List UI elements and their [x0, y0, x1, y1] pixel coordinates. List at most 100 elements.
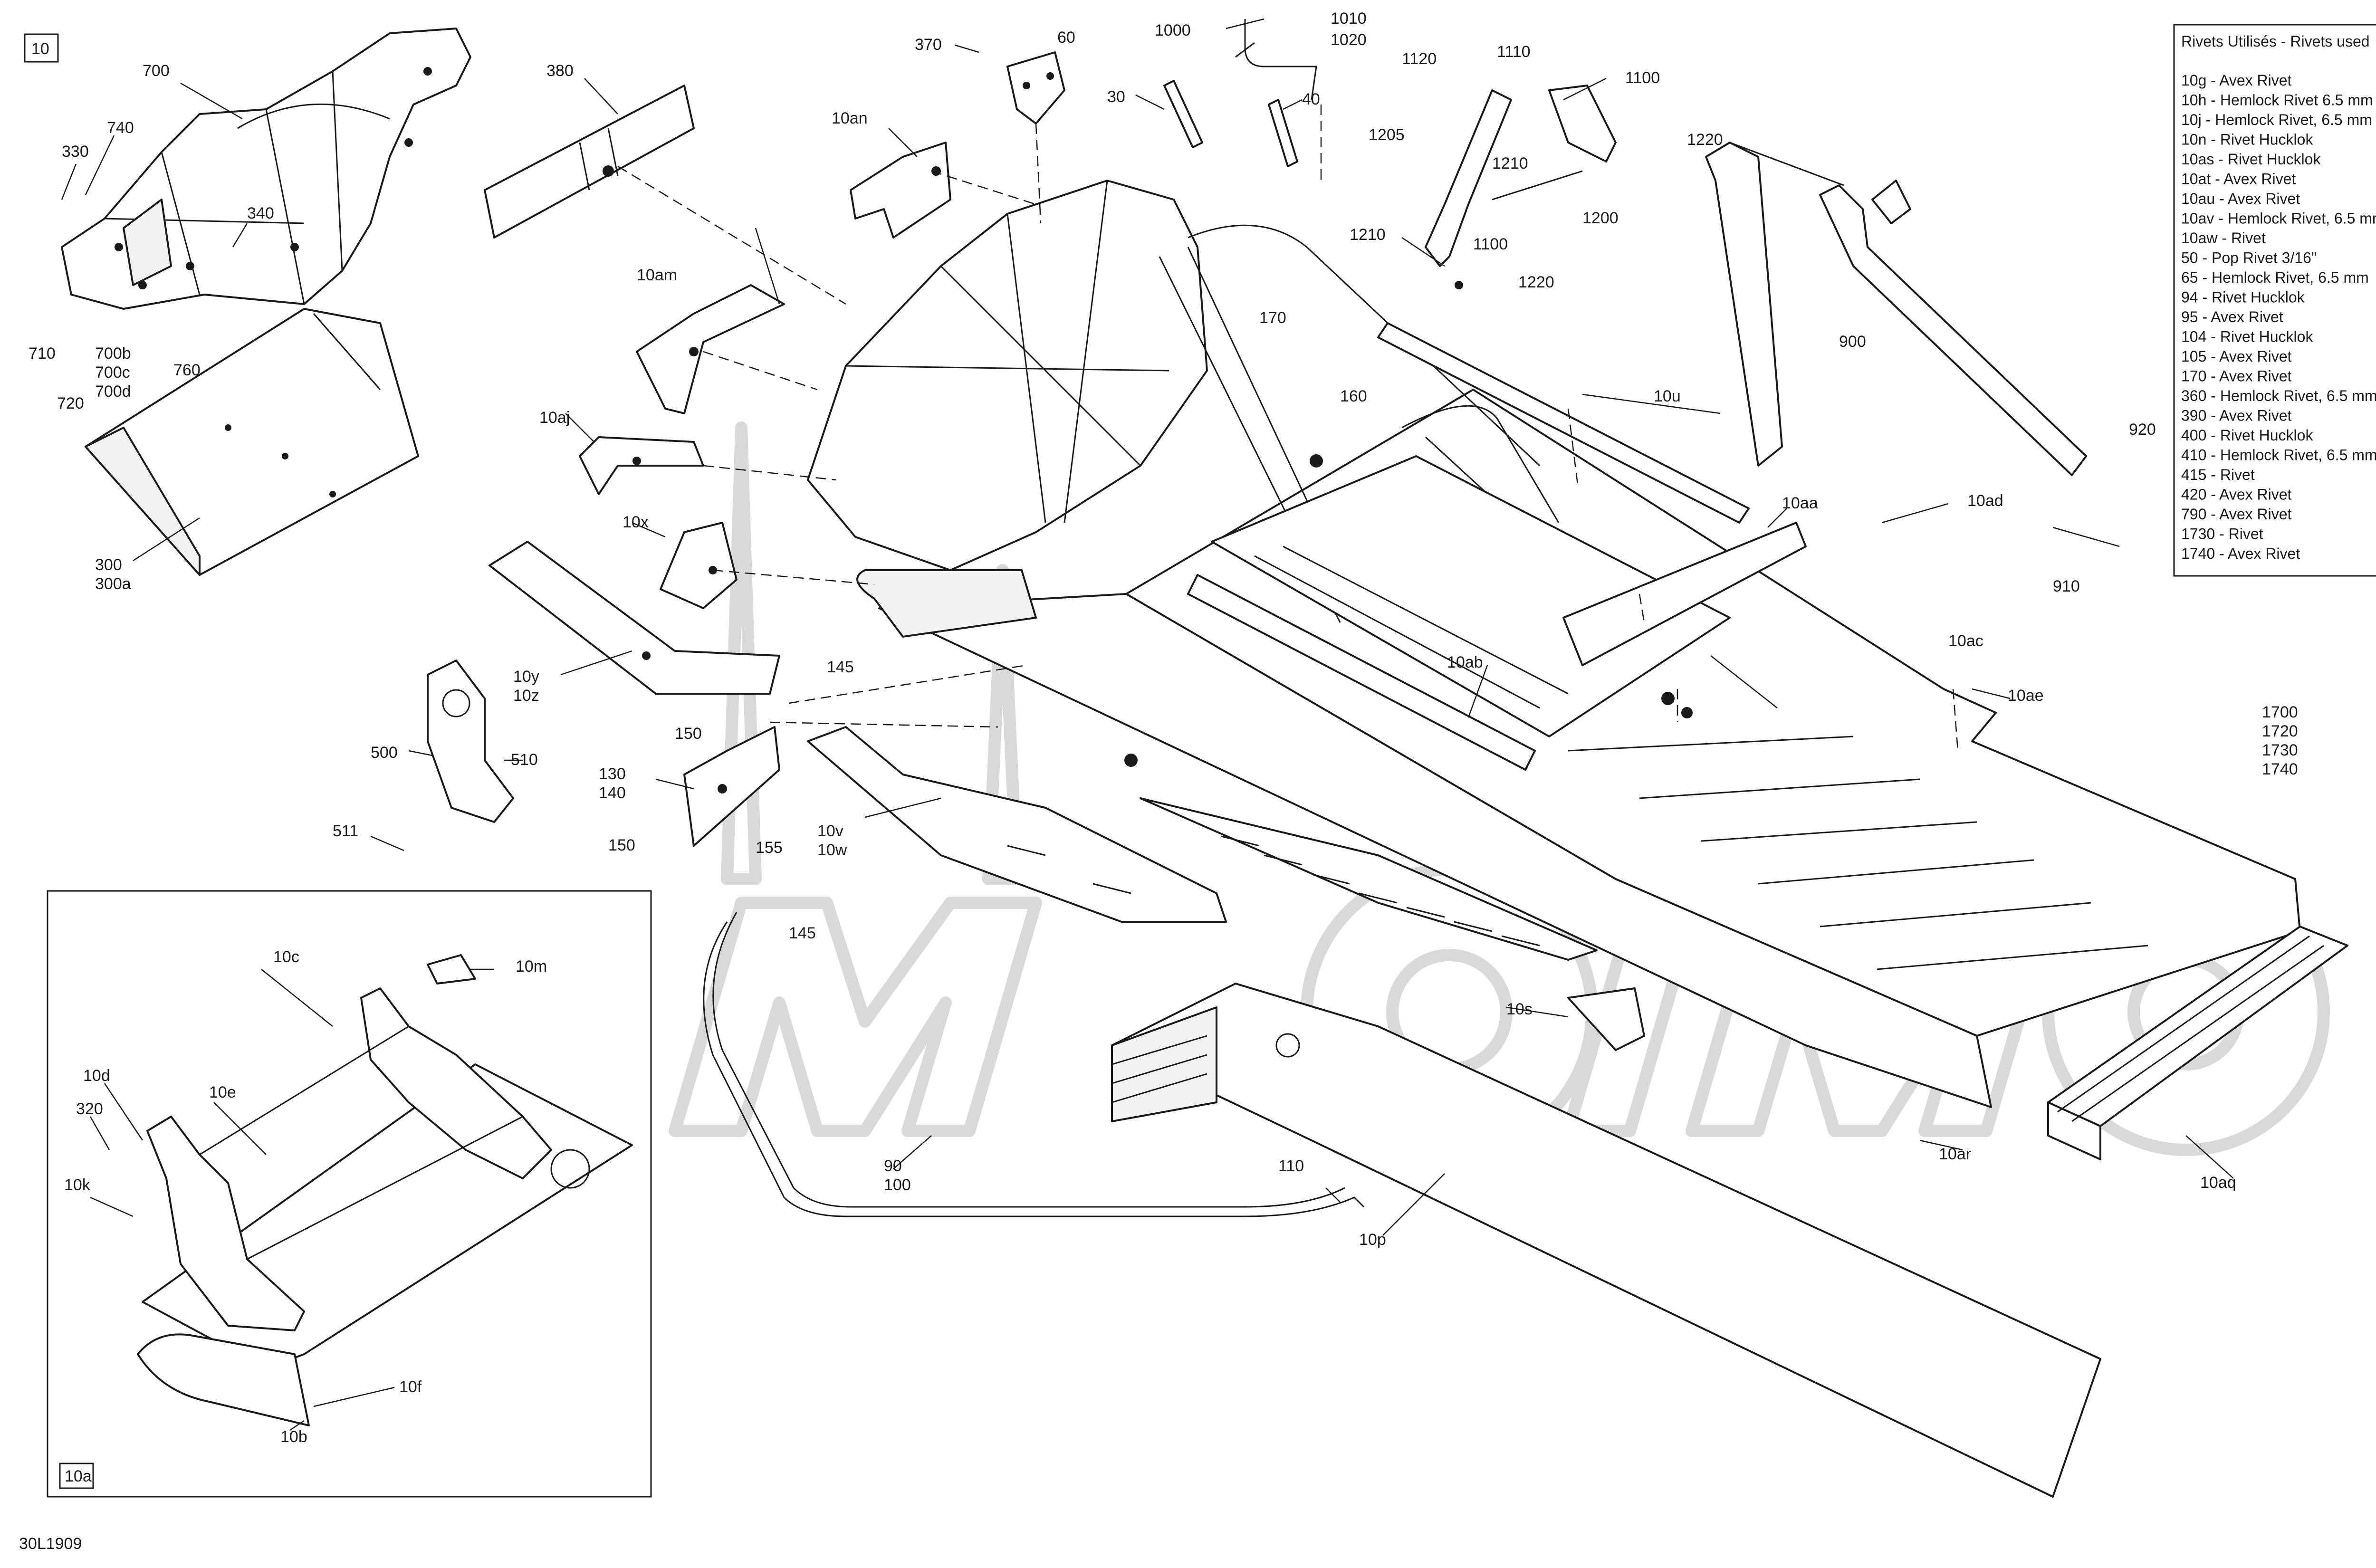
legend-item: 170 - Avex Rivet	[2181, 368, 2292, 385]
rivet-legend: Rivets Utilisés - Rivets used 10g - Avex…	[2173, 24, 2376, 577]
legend-title: Rivets Utilisés - Rivets used	[2181, 33, 2370, 50]
link-40	[1268, 99, 1298, 167]
callout-label: 1205	[1369, 126, 1405, 144]
callout-label: 10f	[399, 1378, 422, 1396]
bracket-10aj	[579, 436, 704, 495]
legend-item: 50 - Pop Rivet 3/16"	[2181, 249, 2317, 267]
legend-item: 10au - Avex Rivet	[2181, 190, 2300, 207]
callout-label: 10u	[1654, 387, 1681, 405]
legend-item: 390 - Avex Rivet	[2181, 407, 2292, 424]
callout-label: 10ac	[1948, 632, 1983, 650]
bracket-60	[1006, 51, 1065, 124]
link-30	[1163, 80, 1203, 148]
inset-10a: 10a	[47, 890, 652, 1498]
callout-label: 10aj	[539, 409, 570, 427]
callout-label: 10d	[83, 1067, 110, 1085]
rear-bumper-90	[703, 912, 1365, 1217]
callout-label: 10ab	[1447, 653, 1483, 671]
callout-label: 1000	[1155, 21, 1191, 39]
front-frame-assembly-700	[61, 28, 471, 310]
callout-label: 10b	[280, 1428, 307, 1446]
callout-label: 10x	[623, 513, 649, 531]
legend-item: 10h - Hemlock Rivet 6.5 mm	[2181, 92, 2373, 109]
callout-label: 340	[247, 204, 274, 222]
callout-label: 145	[789, 924, 816, 942]
rail-10y	[489, 541, 780, 695]
legend-item: 10aw - Rivet	[2181, 229, 2266, 247]
legend-item: 415 - Rivet	[2181, 466, 2255, 483]
callout-label: 1210	[1492, 154, 1528, 172]
legend-item: 360 - Hemlock Rivet, 6.5 mm	[2181, 387, 2376, 404]
callout-label: 10an	[832, 109, 868, 127]
floor-panel-10p	[1111, 983, 2101, 1498]
legend-item: 420 - Avex Rivet	[2181, 486, 2292, 503]
callout-label: 1120	[1402, 50, 1437, 68]
callout-label: 920	[2129, 421, 2156, 439]
callout-label: 40	[1302, 90, 1320, 108]
callout-label: 1700	[2262, 703, 2298, 721]
callout-label: 1220	[1687, 131, 1723, 149]
legend-item: 104 - Rivet Hucklok	[2181, 328, 2313, 345]
callout-label: 160	[1340, 387, 1367, 405]
callout-label: 90	[884, 1157, 902, 1175]
callout-label: 700	[143, 62, 170, 80]
page-tag-text: 10	[31, 40, 49, 58]
callout-label: 300	[95, 556, 122, 574]
callout-label: 1200	[1582, 209, 1619, 227]
page-tag: 10	[24, 33, 59, 63]
legend-item: 10g - Avex Rivet	[2181, 72, 2292, 89]
callout-label: 10p	[1359, 1231, 1386, 1249]
callout-label: 1020	[1331, 31, 1367, 49]
callout-label: 30	[1107, 88, 1125, 106]
callout-label: 110	[1278, 1157, 1304, 1175]
callout-label: 140	[599, 784, 626, 802]
plate-380	[484, 85, 695, 239]
callout-label: 1110	[1497, 43, 1531, 61]
legend-item: 790 - Avex Rivet	[2181, 506, 2292, 523]
skid-rail-10v	[807, 726, 1227, 923]
bracket-10x	[660, 522, 738, 609]
callout-label: 130	[599, 765, 626, 783]
callout-label: 700b	[95, 344, 131, 363]
callout-label: 100	[884, 1176, 911, 1194]
callout-label: 710	[29, 344, 56, 363]
shock-mount-1100	[1425, 85, 1617, 289]
legend-item: 1740 - Avex Rivet	[2181, 545, 2300, 562]
bracket-10an	[850, 142, 951, 239]
callout-label: 760	[173, 361, 201, 379]
bracket-130	[683, 726, 780, 847]
main-chassis-frame	[807, 180, 2301, 1108]
callout-label: 1210	[1350, 226, 1386, 244]
callout-label: 511	[333, 822, 358, 840]
callout-label: 720	[57, 394, 84, 412]
callout-label: 10ae	[2008, 687, 2044, 705]
callout-label: 10v	[817, 822, 843, 840]
callout-label: 10k	[64, 1176, 91, 1194]
legend-item: 10as - Rivet Hucklok	[2181, 151, 2321, 168]
callout-label: 700c	[95, 363, 130, 382]
callout-label: 1720	[2262, 722, 2298, 740]
callout-label: 1730	[2262, 741, 2298, 759]
legend-item: 10j - Hemlock Rivet, 6.5 mm	[2181, 111, 2372, 128]
legend-item: 105 - Avex Rivet	[2181, 348, 2292, 365]
drawing-number: 30L1909	[19, 1535, 82, 1553]
callout-label: 320	[76, 1100, 103, 1118]
legend-item: 10n - Rivet Hucklok	[2181, 131, 2313, 148]
legend-item: 1730 - Rivet	[2181, 526, 2263, 543]
callout-label: 150	[608, 836, 635, 854]
legend-item: 95 - Avex Rivet	[2181, 308, 2283, 325]
callout-label: 300a	[95, 575, 131, 593]
callout-label: 10y	[513, 668, 539, 686]
inset-tag-text: 10a	[65, 1467, 92, 1485]
callout-label: 1100	[1625, 69, 1660, 87]
callout-label: 10aq	[2200, 1174, 2236, 1192]
bracket-1000	[1235, 19, 1317, 100]
assembly-guide-lines	[617, 105, 1959, 751]
skid-plate-300	[85, 308, 419, 576]
callout-label: 10e	[209, 1083, 236, 1101]
callout-label: 10m	[516, 957, 547, 975]
rear-support-900	[1705, 142, 2087, 476]
callout-label: 145	[827, 658, 854, 676]
